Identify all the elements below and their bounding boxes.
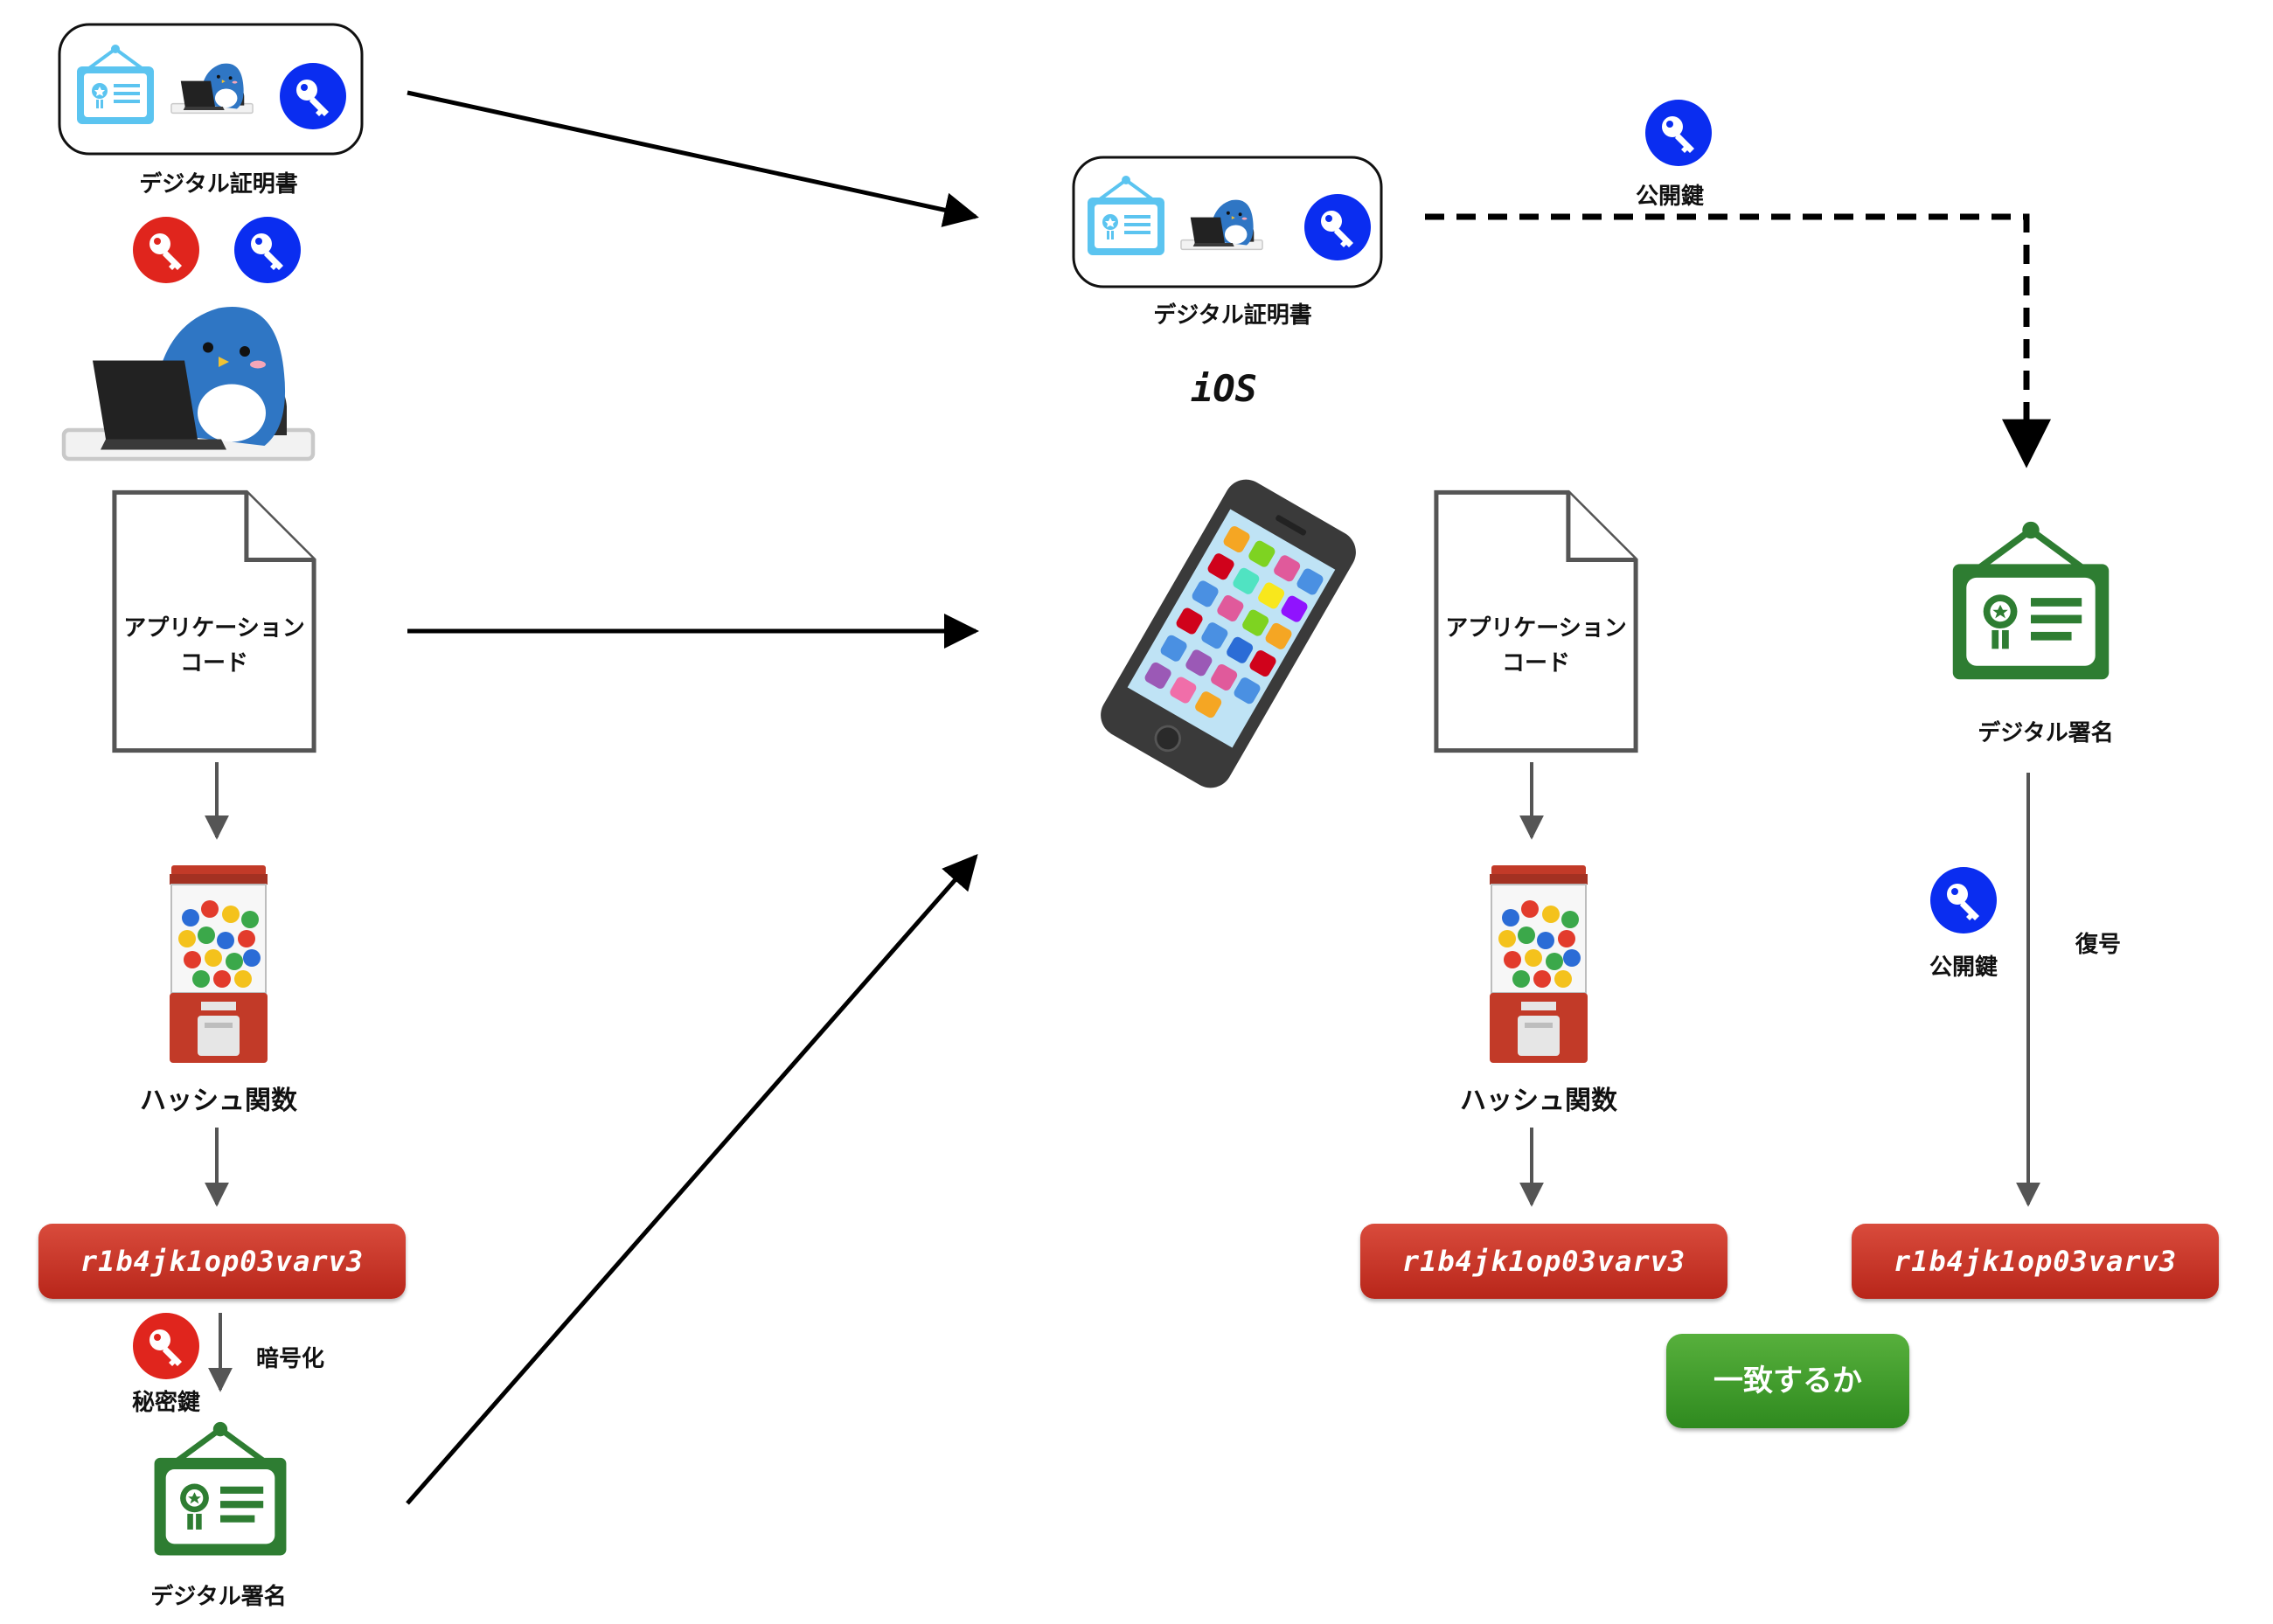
label-app-code-line1-right: アプリケーション [1445, 615, 1627, 642]
signature-certificate-icon [1953, 522, 2109, 679]
arrow-signature-to-ios [406, 853, 978, 1505]
smartphone-icon [1091, 476, 1366, 791]
label-private-key: 秘密鍵 [131, 1390, 200, 1416]
label-digital-signature-right: デジタル署名 [1978, 720, 2114, 746]
hash-value-left: r1b4jk1op03varv3 [38, 1224, 406, 1299]
label-decrypt: 復号 [2075, 932, 2121, 958]
label-public-key-decrypt: 公開鍵 [1929, 954, 1998, 981]
dashed-public-key-path [1425, 213, 2051, 468]
hash-value-middle: r1b4jk1op03varv3 [1360, 1224, 1727, 1299]
signature-certificate-icon [155, 1422, 287, 1556]
private-key-icon [133, 217, 199, 283]
arrow-cert-to-ios [407, 90, 979, 227]
public-key-icon [1930, 867, 1997, 933]
public-key-icon [1304, 194, 1371, 260]
label-hash-function-left: ハッシュ関数 [140, 1086, 297, 1116]
match-check-badge: 一致するか [1666, 1334, 1909, 1428]
private-key-icon [133, 1313, 199, 1379]
label-public-key-top: 公開鍵 [1635, 184, 1704, 210]
label-encrypt: 暗号化 [255, 1346, 324, 1372]
hash-value-right: r1b4jk1op03varv3 [1852, 1224, 2219, 1299]
public-key-icon [280, 63, 346, 129]
label-hash-function-right: ハッシュ関数 [1460, 1086, 1617, 1116]
label-app-code-line2-right: コード [1501, 650, 1570, 677]
label-app-code-line2-left: コード [179, 650, 248, 677]
public-key-icon [234, 217, 301, 283]
gumball-machine-icon [1489, 865, 1588, 1064]
gumball-machine-icon [169, 865, 268, 1064]
penguin-developer-icon [64, 307, 313, 459]
label-digital-cert-ios: デジタル証明書 [1153, 302, 1312, 329]
label-app-code-line1-left: アプリケーション [123, 615, 305, 642]
label-ios: iOS [1191, 367, 1257, 410]
label-digital-signature-left: デジタル署名 [150, 1584, 287, 1610]
label-digital-cert-dev: デジタル証明書 [139, 171, 298, 198]
public-key-icon [1645, 100, 1712, 166]
